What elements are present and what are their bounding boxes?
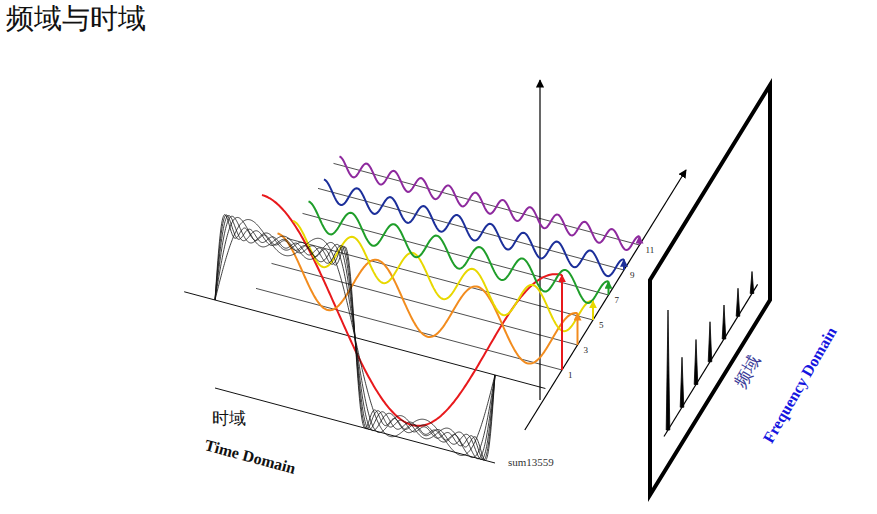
- harmonic-number: 9: [629, 271, 636, 281]
- time-axis-line: [184, 292, 545, 389]
- spectrum-spike: [722, 305, 726, 339]
- amplitude-arrow: [592, 301, 594, 320]
- partial-sum-wave: [215, 215, 495, 460]
- spectrum-spike: [666, 310, 670, 430]
- page-title: 频域与时域: [6, 4, 146, 35]
- harmonic-baseline: [334, 163, 640, 245]
- amplitude-arrow: [561, 275, 563, 370]
- spectrum-spike: [694, 340, 698, 385]
- harmonic-baseline: [256, 288, 562, 370]
- axis-label: Time Domain: [203, 436, 298, 477]
- axis-label: 时域: [212, 410, 246, 429]
- harmonic-number: 1: [567, 371, 574, 381]
- spectrum-spike: [680, 357, 684, 407]
- axis-label: Frequency Domain: [760, 324, 841, 446]
- harmonic-wave: [278, 233, 578, 363]
- frequency-panel: [650, 85, 770, 495]
- harmonic-number: 5: [598, 321, 605, 331]
- amplitude-arrow: [577, 313, 579, 345]
- spectrum-spike: [708, 322, 712, 362]
- spectrum-spike: [736, 288, 740, 316]
- amplitude-axis: [539, 80, 540, 400]
- partial-sum-wave: [215, 216, 495, 460]
- harmonic-wave: [293, 221, 593, 331]
- harmonic-number: 7: [614, 296, 621, 306]
- partial-sum-wave: [215, 215, 495, 461]
- spectrum-spike: [750, 272, 754, 294]
- amplitude-arrow: [639, 236, 641, 245]
- harmonic-wave: [262, 195, 562, 426]
- sum-label: sum13559: [508, 456, 554, 468]
- harmonic-baseline: [272, 263, 578, 345]
- harmonic-number: 11: [645, 246, 656, 256]
- amplitude-arrow: [623, 259, 625, 270]
- amplitude-arrow: [608, 281, 610, 295]
- harmonic-number: 3: [583, 346, 590, 356]
- harmonic-wave: [340, 156, 640, 250]
